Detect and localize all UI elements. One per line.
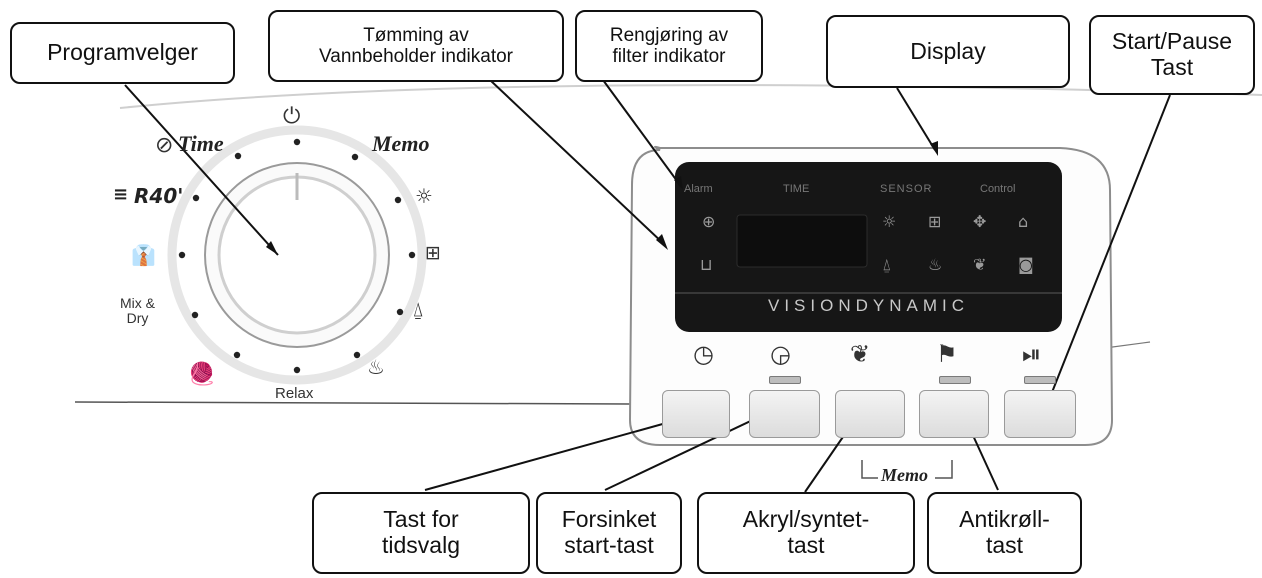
extra-dry-icon: ☼ bbox=[415, 184, 433, 208]
display-hanger-icon: ⍙ bbox=[882, 255, 892, 274]
globe-icon: ⊕ bbox=[702, 212, 716, 231]
callout-rengjoring-indikator: Rengjøring av filter indikator bbox=[575, 10, 763, 82]
callout-programvelger: Programvelger bbox=[10, 22, 235, 84]
delay-start-button[interactable] bbox=[749, 390, 820, 438]
display-sensor-label: SENSOR bbox=[880, 183, 933, 195]
wool-icon: 🧶 bbox=[188, 362, 216, 387]
callout-tidsvalg: Tast for tidsvalg bbox=[312, 492, 530, 574]
dial-ring bbox=[167, 125, 427, 385]
anticrease-icon: ⚑ bbox=[936, 340, 958, 368]
callout-display: Display bbox=[826, 15, 1070, 88]
display-control-label: Control bbox=[980, 183, 1016, 195]
brand-label: VISIONDYNAMIC bbox=[767, 296, 970, 315]
display-sun-icon: ☼ bbox=[882, 212, 897, 231]
start-pause-led bbox=[1024, 376, 1056, 384]
hanger-icon: ⍙ bbox=[412, 297, 424, 321]
display-sensor-icon: ◙ bbox=[1018, 255, 1034, 274]
callout-tomming-indikator: Tømming av Vannbeholder indikator bbox=[268, 10, 564, 82]
display-panel bbox=[675, 162, 1062, 332]
memo-bracket-label: Memo bbox=[881, 465, 928, 485]
memo-bracket bbox=[861, 460, 953, 479]
display-cupboard-icon: ⊞ bbox=[928, 212, 942, 231]
dial-mix-dry-label: Mix & Dry bbox=[120, 295, 155, 326]
dial-memo-label: Memo bbox=[372, 131, 430, 156]
dial-r40-label: R40' bbox=[134, 184, 184, 208]
digital-time-window bbox=[736, 214, 868, 268]
display-iron-icon: ♨ bbox=[928, 255, 943, 274]
anticrease-button[interactable] bbox=[919, 390, 989, 438]
time-select-button[interactable] bbox=[662, 390, 730, 438]
clock-icon: ◷ bbox=[693, 340, 714, 368]
dial-time-label: Time bbox=[178, 131, 224, 156]
iron-icon: ♨ bbox=[367, 355, 385, 379]
power-icon: ⏻ bbox=[283, 104, 301, 129]
delay-start-led bbox=[769, 376, 801, 384]
dial-dots bbox=[178, 138, 416, 374]
callout-start-pause: Start/Pause Tast bbox=[1089, 15, 1255, 95]
callout-antikroll: Antikrøll- tast bbox=[927, 492, 1082, 574]
play-pause-icon: ⏯ bbox=[1022, 340, 1042, 368]
callout-forsinket-start: Forsinket start-tast bbox=[536, 492, 682, 574]
water-container-icon: ⊔ bbox=[700, 255, 713, 274]
timer-icon: ⊘ bbox=[155, 133, 174, 158]
display-house-icon: ⌂ bbox=[1018, 212, 1029, 231]
start-pause-button[interactable] bbox=[1004, 390, 1076, 438]
feather-icon: ❦ bbox=[850, 340, 871, 368]
delay-start-icon: ◶ bbox=[770, 340, 791, 368]
quick-dry-icon: ≡ bbox=[113, 184, 129, 205]
dial-relax-label: Relax bbox=[275, 385, 314, 402]
cupboard-dry-icon: ⊞ bbox=[425, 242, 441, 264]
display-filter-icon: ✥ bbox=[973, 212, 987, 231]
shirt-icon: 👔 bbox=[131, 243, 156, 267]
display-time-label: TIME bbox=[783, 183, 810, 195]
callout-akryl-syntet: Akryl/syntet- tast bbox=[697, 492, 915, 574]
anticrease-led bbox=[939, 376, 971, 384]
display-alarm-label: Alarm bbox=[684, 183, 713, 195]
delicate-button[interactable] bbox=[835, 390, 905, 438]
display-feather-icon: ❦ bbox=[973, 255, 987, 274]
